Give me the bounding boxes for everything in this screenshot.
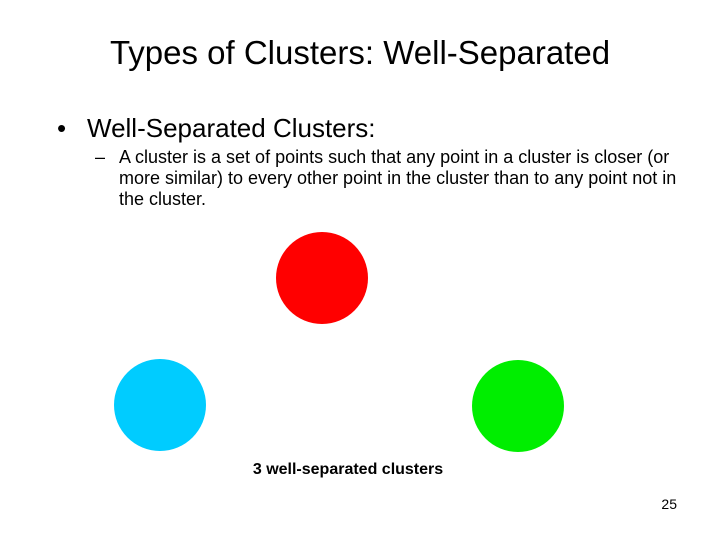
bullet-text: Well-Separated Clusters: [87,113,376,143]
sub-bullet-item: – A cluster is a set of points such that… [95,147,685,210]
diagram-caption: 3 well-separated clusters [252,461,444,478]
sub-bullet-text: A cluster is a set of points such that a… [119,147,677,209]
bullet-item: • Well-Separated Clusters: [57,112,376,144]
cluster-circle-red [276,232,368,324]
cluster-circle-green [472,360,564,452]
slide-title: Types of Clusters: Well-Separated [109,34,611,71]
sub-bullet-marker: – [95,147,106,167]
bullet-marker: • [57,113,67,143]
page-number: 25 [661,496,677,512]
cluster-circle-blue [114,359,206,451]
